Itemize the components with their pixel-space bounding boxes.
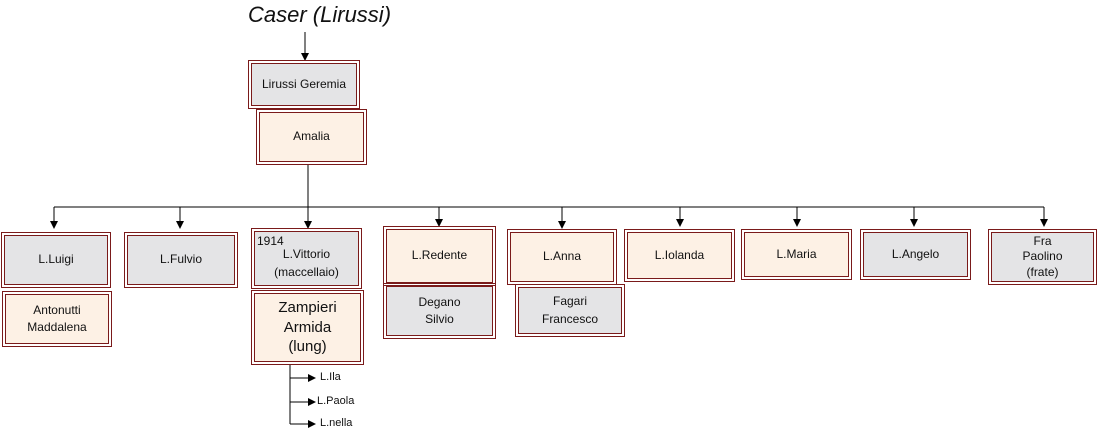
node-child-angelo: L.Angelo (860, 229, 971, 280)
node-spouse-redente: Degano Silvio (383, 283, 496, 339)
node-label: Amalia (293, 129, 330, 144)
grandchild-paola: L.Paola (317, 395, 355, 407)
diagram-title: Caser (Lirussi) (248, 2, 392, 27)
node-label: Antonutti Maddalena (27, 302, 87, 334)
grandchild-nella: L.nella (320, 417, 353, 429)
node-root-spouse: Amalia (256, 109, 367, 165)
node-label: Fagari Francesco (541, 294, 599, 326)
node-label: L.Angelo (891, 246, 940, 261)
node-label: Zampieri Armida (lung) (278, 299, 337, 356)
node-spouse-luigi: Antonutti Maddalena (2, 291, 112, 347)
node-label: L.Iolanda (654, 247, 705, 262)
node-child-iolanda: L.Iolanda (624, 229, 735, 282)
node-label: L.Maria (776, 246, 817, 261)
node-child-redente: L.Redente (383, 226, 496, 286)
node-label: Degano Silvio (418, 294, 461, 326)
node-child-luigi: L.Luigi (1, 232, 111, 288)
node-label: L.Vittorio (maccellaio) (274, 247, 339, 279)
node-root: Lirussi Geremia (248, 60, 360, 109)
node-spouse-vittorio: Zampieri Armida (lung) (251, 290, 364, 365)
node-label: L.Fulvio (159, 252, 203, 267)
node-label: Fra Paolino (frate) (1022, 233, 1063, 279)
node-label: L.Luigi (38, 252, 74, 267)
node-spouse-anna: Fagari Francesco (515, 284, 625, 337)
node-child-paolino: Fra Paolino (frate) (988, 229, 1097, 285)
node-label: Lirussi Geremia (261, 76, 347, 91)
node-child-maria: L.Maria (741, 229, 852, 280)
node-year: 1914 (257, 234, 284, 248)
node-child-anna: L.Anna (507, 229, 617, 285)
node-label: L.Redente (411, 248, 468, 263)
node-child-vittorio: 1914 L.Vittorio (maccellaio) (251, 228, 362, 289)
node-child-fulvio: L.Fulvio (124, 232, 238, 288)
grandchild-ila: L.Ila (320, 371, 341, 383)
node-label: L.Anna (542, 249, 582, 264)
